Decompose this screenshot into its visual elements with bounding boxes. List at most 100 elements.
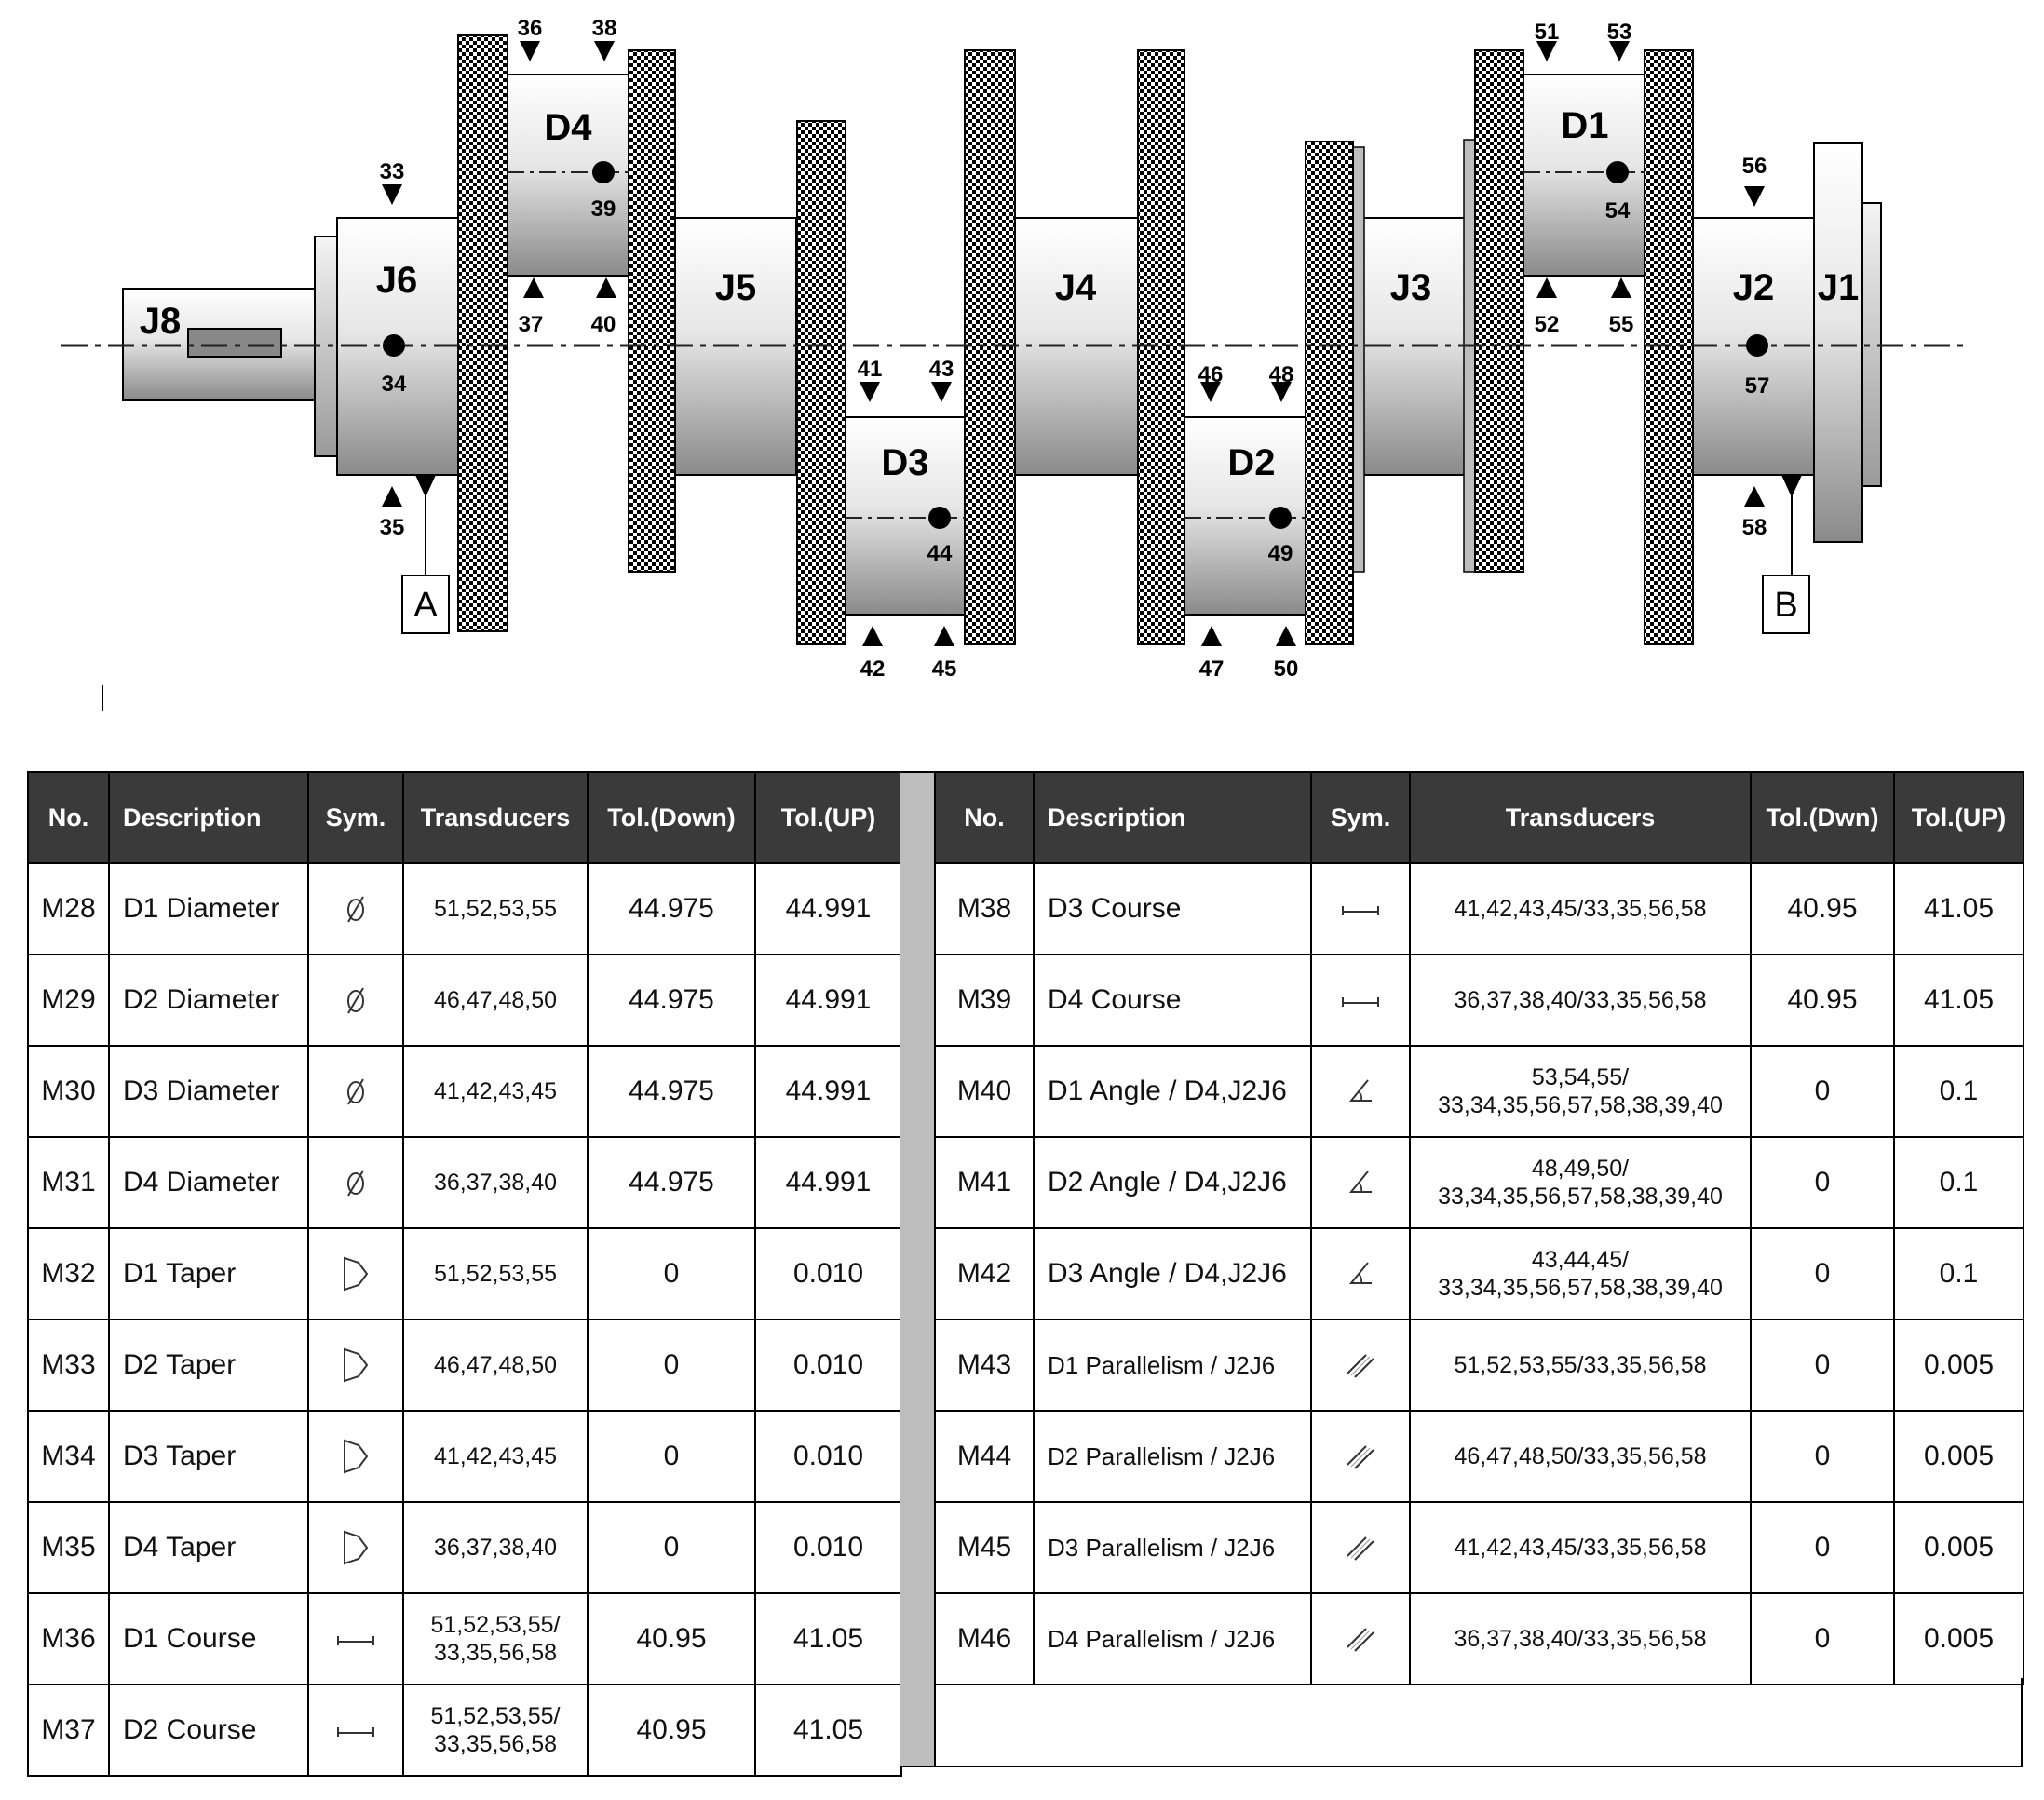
angle-icon — [1318, 1169, 1403, 1197]
cell-symbol — [1310, 1410, 1411, 1503]
transducer-label: 51 — [1535, 20, 1560, 45]
cell-symbol — [307, 1501, 404, 1594]
table-separator — [900, 771, 934, 1767]
cell-symbol — [1310, 1592, 1411, 1685]
transducer-arrow-up-icon — [596, 277, 616, 298]
transducers-line-1: 51,52,53,55/33,35,56,58 — [1454, 1352, 1707, 1378]
cell-tol-up: 0.010 — [754, 1501, 902, 1594]
cell-description: D1 Taper — [108, 1227, 309, 1320]
cell-tol-down: 0 — [1750, 1410, 1895, 1503]
course-icon — [1318, 991, 1403, 1009]
cell-description: D1 Course — [108, 1592, 309, 1685]
taper-icon — [315, 1255, 397, 1292]
cell-transducers: 51,52,53,55/33,35,56,58 — [402, 1592, 589, 1685]
cell-no: M42 — [934, 1227, 1035, 1320]
taper-icon — [315, 1529, 397, 1566]
course-icon — [315, 1630, 397, 1648]
transducer-arrow-down-icon — [1609, 41, 1630, 61]
cell-description: D4 Parallelism / J2J6 — [1033, 1592, 1312, 1685]
cell-symbol — [1310, 1227, 1411, 1320]
label-j4: J4 — [1055, 267, 1097, 308]
transducers-line-1: 51,52,53,55/ — [430, 1703, 561, 1729]
datum-b-box — [1762, 575, 1810, 634]
transducers-line-2: 33,35,56,58 — [433, 1640, 558, 1666]
cell-tol-up: 0.010 — [754, 1319, 902, 1412]
transducer-arrow-down-icon — [1200, 382, 1221, 402]
web — [964, 49, 1016, 645]
cell-tol-down: 40.95 — [587, 1684, 756, 1777]
cell-transducers: 36,37,38,40/33,35,56,58 — [1409, 954, 1752, 1047]
transducer-label: 58 — [1742, 515, 1767, 540]
transducers-line-1: 46,47,48,50/33,35,56,58 — [1454, 1443, 1707, 1469]
parallelism-icon — [1318, 1441, 1403, 1472]
cell-transducers: 51,52,53,55 — [402, 862, 589, 955]
cell-description: D3 Angle / D4,J2J6 — [1033, 1227, 1312, 1320]
cell-transducers: 41,42,43,45/33,35,56,58 — [1409, 1501, 1752, 1594]
cell-tol-up: 44.991 — [754, 862, 902, 955]
cell-tol-up: 0.005 — [1893, 1592, 2024, 1685]
transducers-line-1: 41,42,43,45 — [433, 1443, 558, 1469]
transducer-label: 43 — [929, 357, 954, 382]
angle-icon — [1318, 1260, 1403, 1288]
cell-symbol — [307, 1684, 404, 1777]
col-header-tol-up: Tol.(UP) — [754, 771, 902, 864]
cell-transducers: 36,37,38,40 — [402, 1136, 589, 1229]
crankshaft-diagram: A B J8 J6 J5 J4 J3 J2 J1 D4 D3 D2 D1 333… — [61, 16, 1965, 682]
transducer-label: 35 — [380, 515, 405, 540]
transducer-arrow-down-icon — [860, 382, 880, 402]
cell-transducers: 41,42,43,45/33,35,56,58 — [1409, 862, 1752, 955]
cell-description: D3 Course — [1033, 862, 1312, 955]
label-j2: J2 — [1733, 267, 1775, 308]
transducer-label: 48 — [1269, 362, 1294, 387]
measurement-point-icon — [928, 507, 951, 529]
cell-description: D3 Parallelism / J2J6 — [1033, 1501, 1312, 1594]
cell-description: D3 Diameter — [108, 1045, 309, 1138]
cell-symbol — [1310, 1136, 1411, 1229]
cell-symbol — [307, 1045, 404, 1138]
measurement-point-icon — [383, 334, 405, 357]
parallelism-icon — [1318, 1349, 1403, 1381]
transducer-label: 37 — [519, 312, 544, 337]
cell-no: M36 — [27, 1592, 110, 1685]
cell-symbol — [307, 1319, 404, 1412]
label-j1: J1 — [1818, 267, 1860, 308]
transducer-arrow-down-icon — [1536, 41, 1557, 61]
datum-b-label: B — [1774, 586, 1797, 625]
transducers-line-2: 33,35,56,58 — [433, 1731, 558, 1757]
cell-no: M44 — [934, 1410, 1035, 1503]
cell-no: M41 — [934, 1136, 1035, 1229]
transducer-label: 34 — [382, 372, 407, 397]
cell-transducers: 51,52,53,55/33,35,56,58 — [1409, 1319, 1752, 1412]
label-d4: D4 — [544, 107, 592, 148]
journal-j1-body — [1813, 142, 1863, 543]
web — [1305, 141, 1354, 645]
cell-tol-down: 40.95 — [1750, 862, 1895, 955]
cell-symbol — [1310, 954, 1411, 1047]
cell-description: D1 Angle / D4,J2J6 — [1033, 1045, 1312, 1138]
transducers-line-2: 33,34,35,56,57,58,38,39,40 — [1438, 1184, 1723, 1210]
col-header-transducers: Transducers — [402, 771, 589, 864]
cell-description: D2 Taper — [108, 1319, 309, 1412]
cell-transducers: 46,47,48,50/33,35,56,58 — [1409, 1410, 1752, 1503]
transducer-label: 55 — [1609, 312, 1634, 337]
cell-tol-down: 0 — [1750, 1227, 1895, 1320]
angle-icon — [1318, 1077, 1403, 1105]
cell-tol-down: 0 — [1750, 1319, 1895, 1412]
cell-no: M40 — [934, 1045, 1035, 1138]
cell-tol-down: 40.95 — [1750, 954, 1895, 1047]
col-header-sym: Sym. — [1310, 771, 1411, 864]
cell-tol-up: 44.991 — [754, 1136, 902, 1229]
cell-transducers: 48,49,50/33,34,35,56,57,58,38,39,40 — [1409, 1136, 1752, 1229]
text-cursor — [102, 685, 103, 711]
cell-no: M45 — [934, 1501, 1035, 1594]
cell-no: M43 — [934, 1319, 1035, 1412]
label-j6: J6 — [376, 260, 418, 301]
transducers-line-1: 36,37,38,40/33,35,56,58 — [1454, 1626, 1707, 1652]
